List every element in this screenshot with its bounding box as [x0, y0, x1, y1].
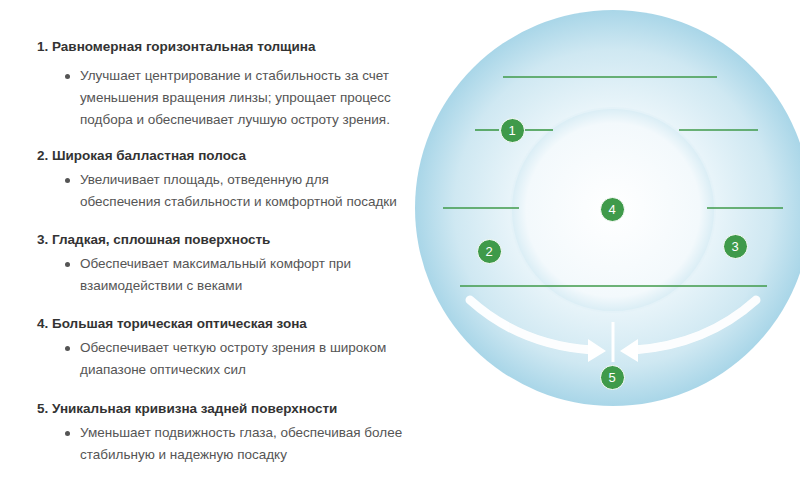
callout-circle: 5	[600, 365, 625, 390]
bullet-dot	[65, 74, 70, 79]
center-mark	[612, 322, 615, 362]
feature-description: Обеспечивает четкую остроту зрения в шир…	[80, 337, 410, 381]
callout-circle: 3	[723, 234, 748, 259]
optic-zone	[511, 108, 715, 312]
feature-heading: 2. Широкая балластная полоса	[37, 145, 397, 167]
callout-number: 5	[608, 370, 615, 385]
bullet-dot	[65, 431, 70, 436]
feature-description: Уменьшает подвижность глаза, обеспечивая…	[80, 422, 410, 466]
callout-circle: 1	[500, 118, 525, 143]
callout-number: 4	[608, 202, 615, 217]
bullet-dot	[65, 178, 70, 183]
feature-description: Обеспечивает максимальный комфорт при вз…	[80, 253, 410, 297]
callout-circle: 2	[477, 239, 502, 264]
lens-outline	[415, 10, 800, 406]
callout-number: 2	[485, 244, 492, 259]
leader-lines	[443, 77, 783, 286]
callout-circle: 4	[600, 197, 625, 222]
feature-description: Увеличивает площадь, отведенную для обес…	[80, 169, 410, 213]
feature-heading: 4. Большая торическая оптическая зона	[37, 313, 397, 335]
callout-number: 3	[731, 239, 738, 254]
callout-number: 1	[508, 123, 515, 138]
feature-heading: 3. Гладкая, сплошная поверхность	[37, 229, 397, 251]
bullet-dot	[65, 262, 70, 267]
feature-heading: 1. Равномерная горизонтальная толщина	[37, 36, 397, 58]
bullet-dot	[65, 346, 70, 351]
feature-description: Улучшает центрирование и стабильность за…	[80, 65, 410, 131]
feature-heading: 5. Уникальная кривизна задней поверхност…	[37, 398, 397, 420]
